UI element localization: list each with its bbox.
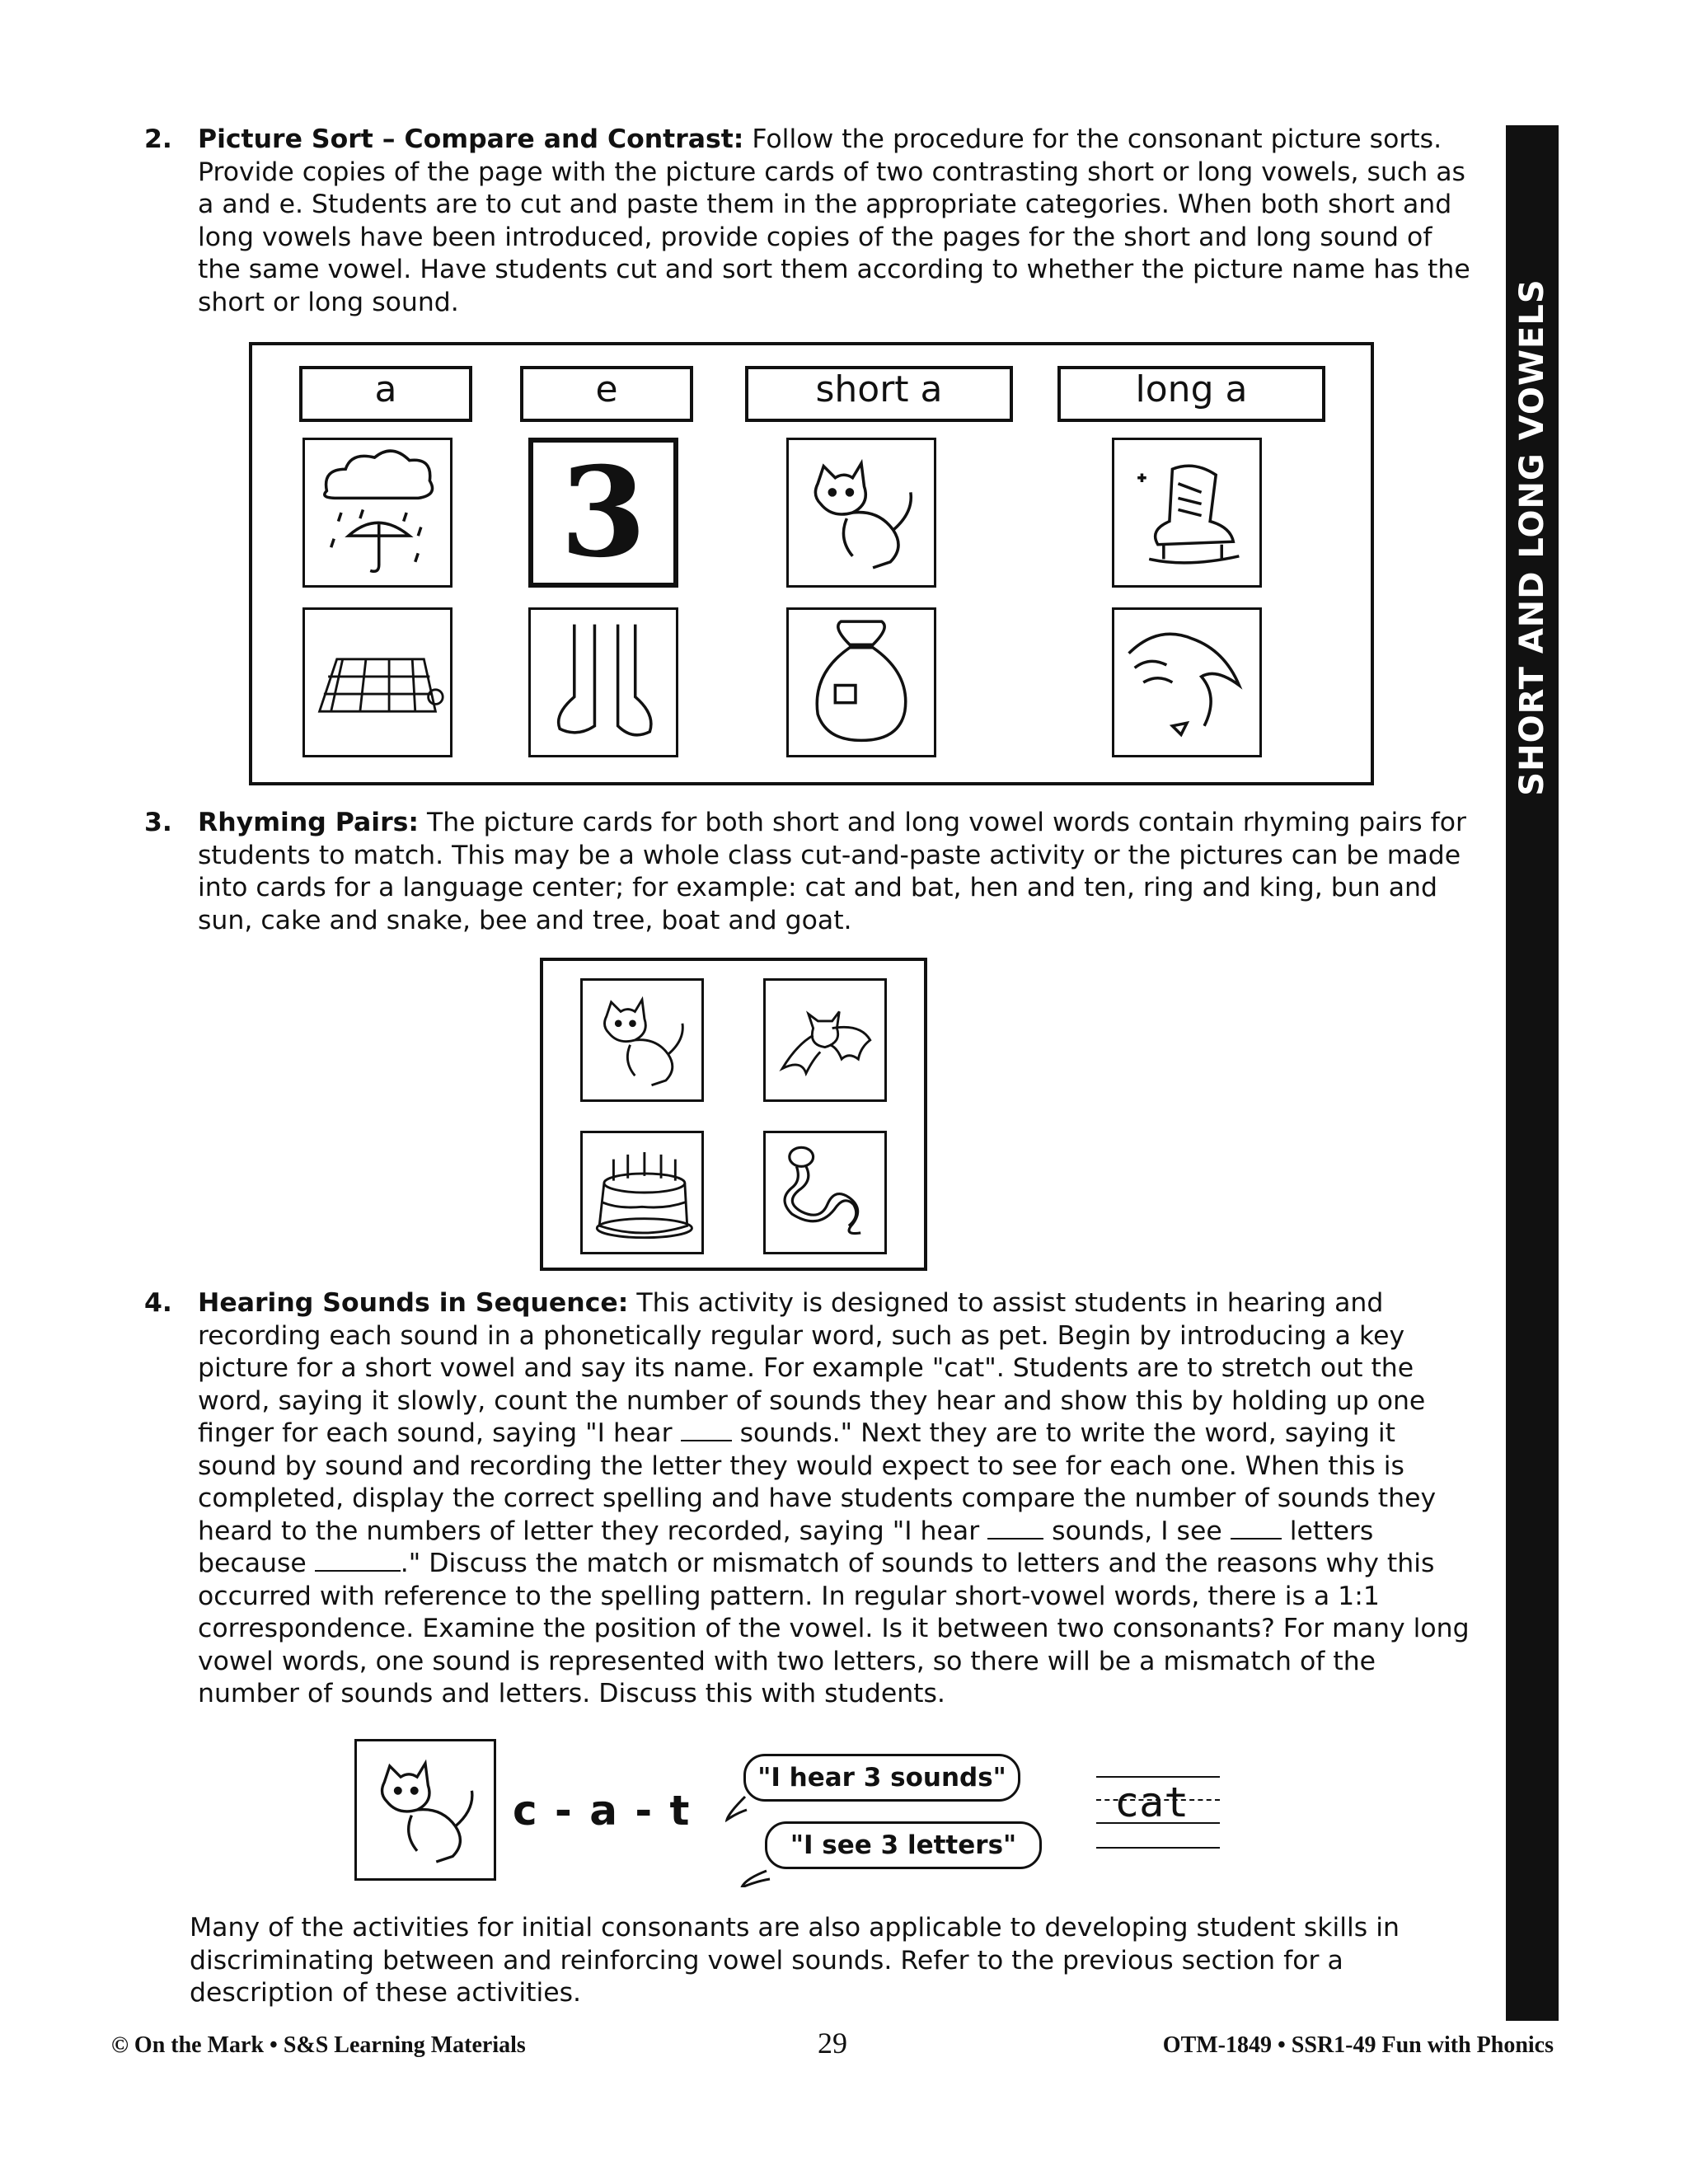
section-number: 2. — [144, 124, 172, 154]
blank-line — [1230, 1516, 1282, 1540]
blank-line — [987, 1516, 1044, 1540]
section-heading: Hearing Sounds in Sequence: — [198, 1288, 629, 1318]
section-body: ." Discuss the match or mismatch of soun… — [198, 1549, 1470, 1708]
written-word: cat — [1114, 1779, 1189, 1826]
picture-sort-box: a e short a long a 3 — [249, 342, 1374, 785]
section-body: This activity is designed to assist stud… — [198, 1288, 1426, 1448]
rhyming-pairs-box — [540, 958, 927, 1271]
snake-icon — [783, 1146, 861, 1235]
wave-picture — [1112, 607, 1262, 757]
rain-umbrella-icon — [323, 449, 434, 574]
footer-product-code: OTM-1849 • SSR1-49 Fun with Phonics — [1162, 2032, 1554, 2058]
bat-icon — [779, 1010, 872, 1077]
sort-label: e — [520, 366, 693, 422]
section-body: The picture cards for both short and lon… — [198, 808, 1466, 935]
section-body: letters because — [198, 1516, 1374, 1579]
bag-picture — [786, 607, 936, 757]
bubble-tails — [725, 1795, 771, 1887]
snake-picture — [763, 1131, 887, 1254]
feet-picture — [528, 607, 678, 757]
feet-icon — [556, 624, 653, 737]
cat-picture — [786, 438, 936, 588]
cat-picture — [354, 1739, 496, 1881]
blank-line — [314, 1549, 401, 1572]
sort-label: a — [299, 366, 472, 422]
cat-icon — [603, 996, 684, 1087]
map-icon — [317, 658, 444, 713]
map-picture — [302, 607, 452, 757]
section-number: 3. — [144, 808, 172, 837]
cake-icon — [595, 1152, 693, 1240]
section-picture-sort: 2. Picture Sort – Compare and Contrast: … — [144, 124, 1479, 319]
blank-line — [680, 1418, 732, 1441]
bag-icon — [815, 620, 907, 743]
section-rhyming-pairs: 3. Rhyming Pairs: The picture cards for … — [144, 807, 1479, 937]
section-heading: Picture Sort – Compare and Contrast: — [198, 124, 744, 154]
closing-paragraph: Many of the activities for initial conso… — [190, 1913, 1400, 2008]
skate-icon — [1137, 464, 1240, 565]
sort-label: short a — [745, 366, 1013, 422]
skate-picture — [1112, 438, 1262, 588]
cat-icon — [814, 458, 913, 569]
page-number: 29 — [818, 2027, 847, 2060]
cat-picture — [580, 978, 704, 1102]
wave-icon — [1128, 632, 1243, 738]
sort-label: long a — [1057, 366, 1325, 422]
example-spelling: c - a - t — [513, 1787, 692, 1835]
section-hearing-sounds: 4. Hearing Sounds in Sequence: This acti… — [144, 1287, 1479, 1711]
footer-copyright: © On the Mark • S&S Learning Materials — [111, 2032, 526, 2058]
number-three-picture: 3 — [528, 438, 678, 588]
sidebar-title: SHORT AND LONG VOWELS — [1513, 279, 1551, 796]
section-body: sounds, I see — [1043, 1516, 1231, 1546]
section-heading: Rhyming Pairs: — [198, 808, 419, 837]
section-number: 4. — [144, 1288, 172, 1318]
sidebar-banner: SHORT AND LONG VOWELS — [1506, 125, 1559, 2021]
cat-icon — [380, 1759, 474, 1863]
section-body: Follow the procedure for the consonant p… — [198, 124, 1470, 317]
rain-umbrella-picture — [302, 438, 452, 588]
cake-picture — [580, 1131, 704, 1254]
handwriting-lines: cat — [1096, 1776, 1220, 1850]
section-body: sounds." Next they are to write the word… — [198, 1418, 1437, 1546]
speech-bubble-hear: "I hear 3 sounds" — [743, 1754, 1020, 1802]
speech-bubble-see: "I see 3 letters" — [765, 1821, 1042, 1869]
three-digit: 3 — [560, 440, 647, 585]
bat-picture — [763, 978, 887, 1102]
